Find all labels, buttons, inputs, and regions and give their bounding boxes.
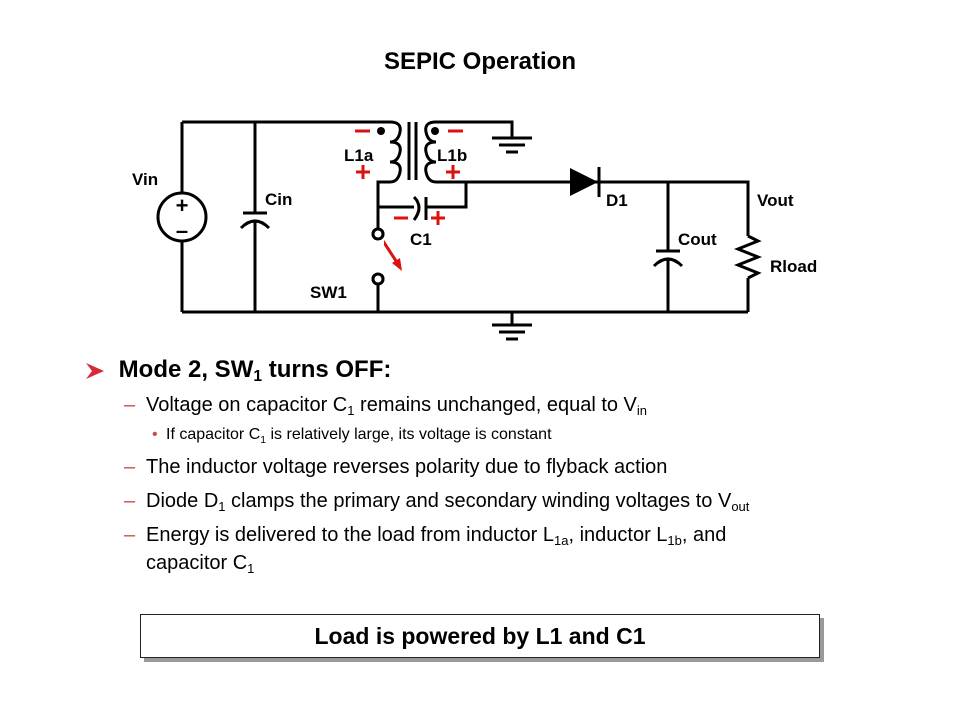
- bullet-item: capacitor C1: [124, 552, 254, 575]
- label-d1: D1: [606, 191, 628, 210]
- bullet-text: capacitor C: [146, 552, 248, 574]
- dash-bullet-icon: –: [124, 394, 136, 416]
- heading-sub: 1: [253, 368, 263, 385]
- polarity-plus-l1a: [356, 165, 370, 179]
- wire-output-top: [668, 180, 750, 236]
- source-plus: +: [176, 193, 189, 218]
- heading-text: Mode 2, SW: [118, 356, 254, 383]
- bullet-text: remains unchanged, equal to V: [354, 394, 637, 416]
- mode-heading: Mode 2, SW1 turns OFF:: [84, 356, 391, 384]
- subscript: in: [636, 403, 648, 418]
- label-vin: Vin: [132, 170, 158, 189]
- subscript: 1a: [554, 533, 569, 548]
- sepic-circuit-diagram: + – Vin Cin L1a L1b: [132, 120, 817, 341]
- bullet-text: Diode D: [146, 490, 219, 512]
- bullet-item: –Energy is delivered to the load from in…: [124, 524, 726, 547]
- bullet-text: The inductor voltage reverses polarity d…: [146, 456, 668, 478]
- cout-plate-bottom: [652, 257, 684, 268]
- label-cin: Cin: [265, 190, 292, 209]
- subscript: out: [731, 499, 750, 514]
- label-sw1: SW1: [310, 283, 347, 302]
- slide-title: SEPIC Operation: [383, 48, 577, 75]
- bullet-item: –Diode D1 clamps the primary and seconda…: [124, 490, 749, 513]
- subscript: 1b: [667, 533, 682, 548]
- subscript: 1: [218, 499, 226, 514]
- switch-open-arrow-icon: [381, 240, 402, 271]
- dot-l1b: [431, 127, 439, 135]
- voltage-source-icon: [156, 191, 208, 243]
- wire-c1-right: [426, 182, 468, 209]
- sub-bullet-item: • If capacitor C1 is relatively large, it…: [152, 426, 552, 446]
- bullet-item: –The inductor voltage reverses polarity …: [124, 456, 667, 479]
- diode-d1-icon: [570, 167, 601, 197]
- c1-plate-left: [412, 195, 421, 221]
- polarity-plus-c1: [431, 211, 445, 225]
- polarity-plus-l1b: [446, 165, 460, 179]
- bullet-text: Voltage on capacitor C: [146, 394, 348, 416]
- ground-icon-bottom: [492, 312, 532, 341]
- dash-bullet-icon: –: [124, 456, 136, 478]
- label-l1b: L1b: [437, 146, 467, 165]
- dot-bullet-icon: •: [152, 426, 158, 443]
- vin-source: + –: [156, 191, 208, 243]
- label-c1: C1: [410, 230, 432, 249]
- label-l1a: L1a: [344, 146, 374, 165]
- bullet-item: –Voltage on capacitor C1 remains unchang…: [124, 394, 647, 417]
- bullet-text: Energy is delivered to the load from ind…: [146, 524, 554, 546]
- bullet-text: , inductor L: [568, 524, 668, 546]
- bullet-text: is relatively large, its voltage is cons…: [266, 426, 552, 443]
- subscript: 1: [347, 403, 355, 418]
- label-cout: Cout: [678, 230, 717, 249]
- dash-bullet-icon: –: [124, 524, 136, 546]
- bullet-text: clamps the primary and secondary winding…: [225, 490, 732, 512]
- heading-suffix: turns OFF:: [262, 356, 392, 383]
- label-vout: Vout: [757, 191, 794, 210]
- ground-icon-top: [492, 136, 532, 154]
- dash-bullet-icon: –: [124, 490, 136, 512]
- subscript: 1: [247, 561, 255, 576]
- label-rload: Rload: [770, 257, 817, 276]
- summary-box: Load is powered by L1 and C1: [140, 614, 820, 658]
- source-minus: –: [176, 218, 188, 243]
- arrow-bullet-icon: [86, 362, 104, 379]
- summary-text: Load is powered by L1 and C1: [314, 622, 646, 649]
- resistor-rload-icon: [733, 234, 763, 312]
- inductor-l1b-icon: [424, 120, 668, 184]
- cin-plate-bottom: [239, 219, 271, 230]
- bullet-text: , and: [681, 524, 727, 546]
- bullet-text: If capacitor C: [166, 426, 261, 443]
- dot-l1a: [377, 127, 385, 135]
- subscript: 1: [260, 435, 267, 446]
